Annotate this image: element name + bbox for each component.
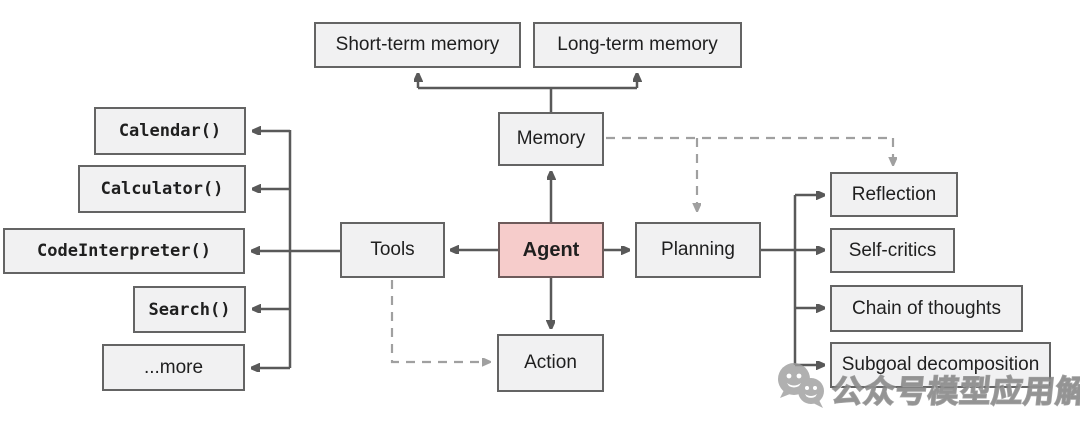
- node-code-interpreter: CodeInterpreter(): [3, 228, 245, 274]
- node-chain-of-thoughts: Chain of thoughts: [830, 285, 1023, 332]
- node-planning: Planning: [635, 222, 761, 278]
- node-calendar: Calendar(): [94, 107, 246, 155]
- edge-tools-to-action-dashed: [390, 280, 490, 362]
- node-more: ...more: [102, 344, 245, 391]
- edge-tools-trunk: [288, 130, 340, 368]
- node-tools: Tools: [340, 222, 445, 278]
- node-agent: Agent: [498, 222, 604, 278]
- node-search: Search(): [133, 286, 246, 333]
- node-reflection: Reflection: [830, 172, 958, 217]
- edge-memory-branch: [418, 86, 637, 112]
- node-memory: Memory: [498, 112, 604, 166]
- node-action: Action: [497, 334, 604, 392]
- node-self-critics: Self-critics: [830, 228, 955, 273]
- node-subgoal-decomposition: Subgoal decomposition: [830, 342, 1051, 388]
- node-long-term-memory: Long-term memory: [533, 22, 742, 68]
- edge-planning-trunk: [761, 195, 797, 365]
- node-calculator: Calculator(): [78, 165, 246, 213]
- node-short-term-memory: Short-term memory: [314, 22, 521, 68]
